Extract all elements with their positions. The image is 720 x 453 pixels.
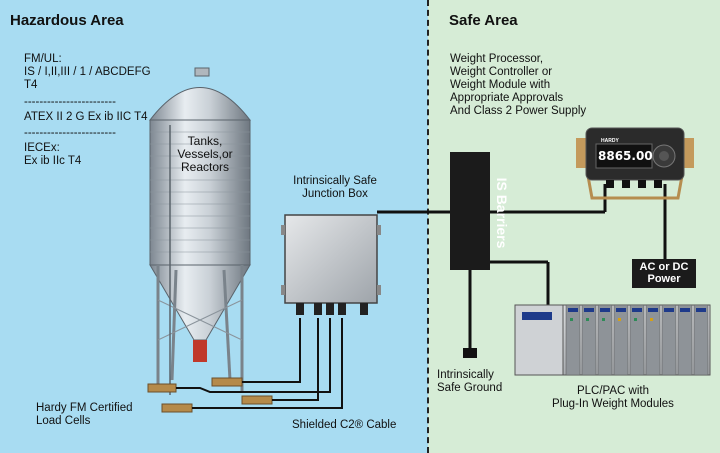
is-barriers-block xyxy=(450,152,490,270)
ac-dc-line: Power xyxy=(647,273,681,285)
fm-ul-heading: FM/UL: xyxy=(24,53,62,65)
tanks-label-line: Reactors xyxy=(180,160,230,174)
load-cells-label: Hardy FM Certified Load Cells xyxy=(36,402,133,428)
fm-ul-temp: T4 xyxy=(24,79,38,91)
hazardous-area-title: Hazardous Area xyxy=(10,12,124,29)
tanks-label: Tanks, Vessels,or Reactors xyxy=(168,135,242,174)
display-reading: 8865.00 xyxy=(598,149,653,163)
plc-label-line: PLC/PAC with xyxy=(576,385,649,397)
load-cells-label-line: Hardy FM Certified xyxy=(36,402,133,414)
ground-label-line: Intrinsically xyxy=(437,369,494,381)
atex-rating: ATEX II 2 G Ex ib IIC T4 xyxy=(24,111,148,123)
signal-wires xyxy=(377,184,667,348)
iecex-heading: IECEx: xyxy=(24,142,60,154)
shielded-cables xyxy=(176,318,343,409)
cable-label: Shielded C2® Cable xyxy=(292,419,397,431)
junction-box-label-line: Junction Box xyxy=(302,188,368,200)
load-cells-label-line: Load Cells xyxy=(36,415,91,427)
weight-processor-label: Weight Processor, Weight Controller or W… xyxy=(450,53,586,118)
junction-box-label: Intrinsically Safe Junction Box xyxy=(290,175,380,201)
junction-box-label-line: Intrinsically Safe xyxy=(293,175,377,187)
tanks-label-line: Vessels,or xyxy=(177,147,233,161)
ground-terminal xyxy=(463,348,477,358)
plc-rack xyxy=(514,304,711,376)
zone-divider xyxy=(427,0,429,453)
safe-area-title: Safe Area xyxy=(449,12,518,29)
junction-box xyxy=(281,214,381,315)
weight-processor-label-line: Weight Module with xyxy=(450,79,551,91)
display-brand: HARDY xyxy=(601,138,619,144)
weight-processor-label-line: Appropriate Approvals xyxy=(450,92,564,104)
is-barriers-label: IS Barriers xyxy=(494,177,510,249)
fm-ul-rating: IS / I,II,III / 1 / ABCDEFG xyxy=(24,66,151,78)
weight-processor-label-line: And Class 2 Power Supply xyxy=(450,105,587,117)
ac-dc-line: AC or DC xyxy=(639,261,689,273)
tanks-label-line: Tanks, xyxy=(187,134,223,148)
separator-1: ------------------------ xyxy=(24,96,116,108)
weight-processor-label-line: Weight Processor, xyxy=(450,53,544,65)
plc-label-line: Plug-In Weight Modules xyxy=(552,398,674,410)
ground-label-line: Safe Ground xyxy=(437,382,503,394)
load-cells xyxy=(147,377,273,413)
weight-processor xyxy=(576,127,694,200)
silo-tank xyxy=(148,67,252,395)
ground-label: Intrinsically Safe Ground xyxy=(437,369,502,395)
weight-processor-label-line: Weight Controller or xyxy=(450,66,553,78)
ac-dc-power-label: AC or DC Power xyxy=(632,259,696,288)
separator-2: ------------------------ xyxy=(24,127,116,139)
iecex-rating: Ex ib IIc T4 xyxy=(24,155,82,167)
plc-label: PLC/PAC with Plug-In Weight Modules xyxy=(538,385,688,411)
